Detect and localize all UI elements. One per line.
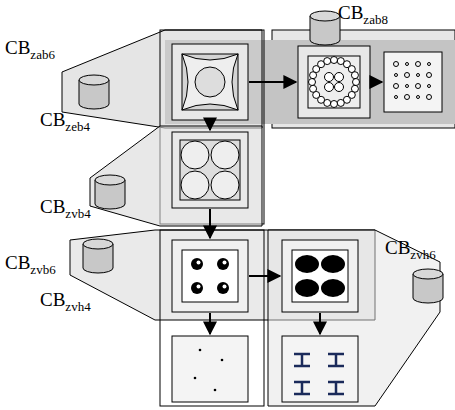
codebook-name: CB — [385, 237, 410, 258]
codebook-name: CB — [40, 196, 65, 217]
codebook-subscript: zab8 — [363, 12, 388, 27]
codebook-subscript: zvh4 — [65, 299, 90, 314]
region-zvb6 — [70, 230, 375, 320]
region-zvh4 — [160, 230, 264, 406]
band — [165, 40, 455, 124]
codebook-subscript: zvb4 — [65, 206, 90, 221]
codebook-name: CB — [40, 289, 65, 310]
region-zvh6 — [268, 230, 440, 406]
codebook-cylinder — [310, 11, 340, 45]
codebook-cylinder — [413, 269, 443, 303]
box-details — [191, 57, 432, 395]
flow-arrows — [210, 82, 382, 334]
codebook-label: CBzab8 — [338, 3, 388, 22]
codebook-label: CBzvb4 — [40, 197, 91, 216]
codebook-label: CBzvb6 — [5, 253, 56, 272]
codebook-label: CBzab6 — [5, 38, 55, 57]
codebook-cylinder — [79, 75, 109, 109]
image-boxes — [172, 44, 442, 402]
codebook-subscript: zvb6 — [30, 262, 55, 277]
region-zvb4 — [90, 126, 262, 226]
codebook-cylinder — [95, 175, 125, 209]
codebook-subscript: zab6 — [30, 47, 55, 62]
codebook-cylinder — [83, 239, 113, 273]
region-zab6 — [62, 30, 262, 128]
codebook-name: CB — [5, 252, 30, 273]
codebook-name: CB — [338, 2, 363, 23]
codebook-label: CBzvh4 — [40, 290, 91, 309]
codebook-label: CBzvh6 — [385, 238, 436, 257]
codebook-name: CB — [40, 109, 65, 130]
codebook-subscript: zvh6 — [410, 247, 435, 262]
codebook-subscript: zeb4 — [65, 119, 90, 134]
codebook-name: CB — [5, 37, 30, 58]
codebook-label: CBzeb4 — [40, 110, 90, 129]
